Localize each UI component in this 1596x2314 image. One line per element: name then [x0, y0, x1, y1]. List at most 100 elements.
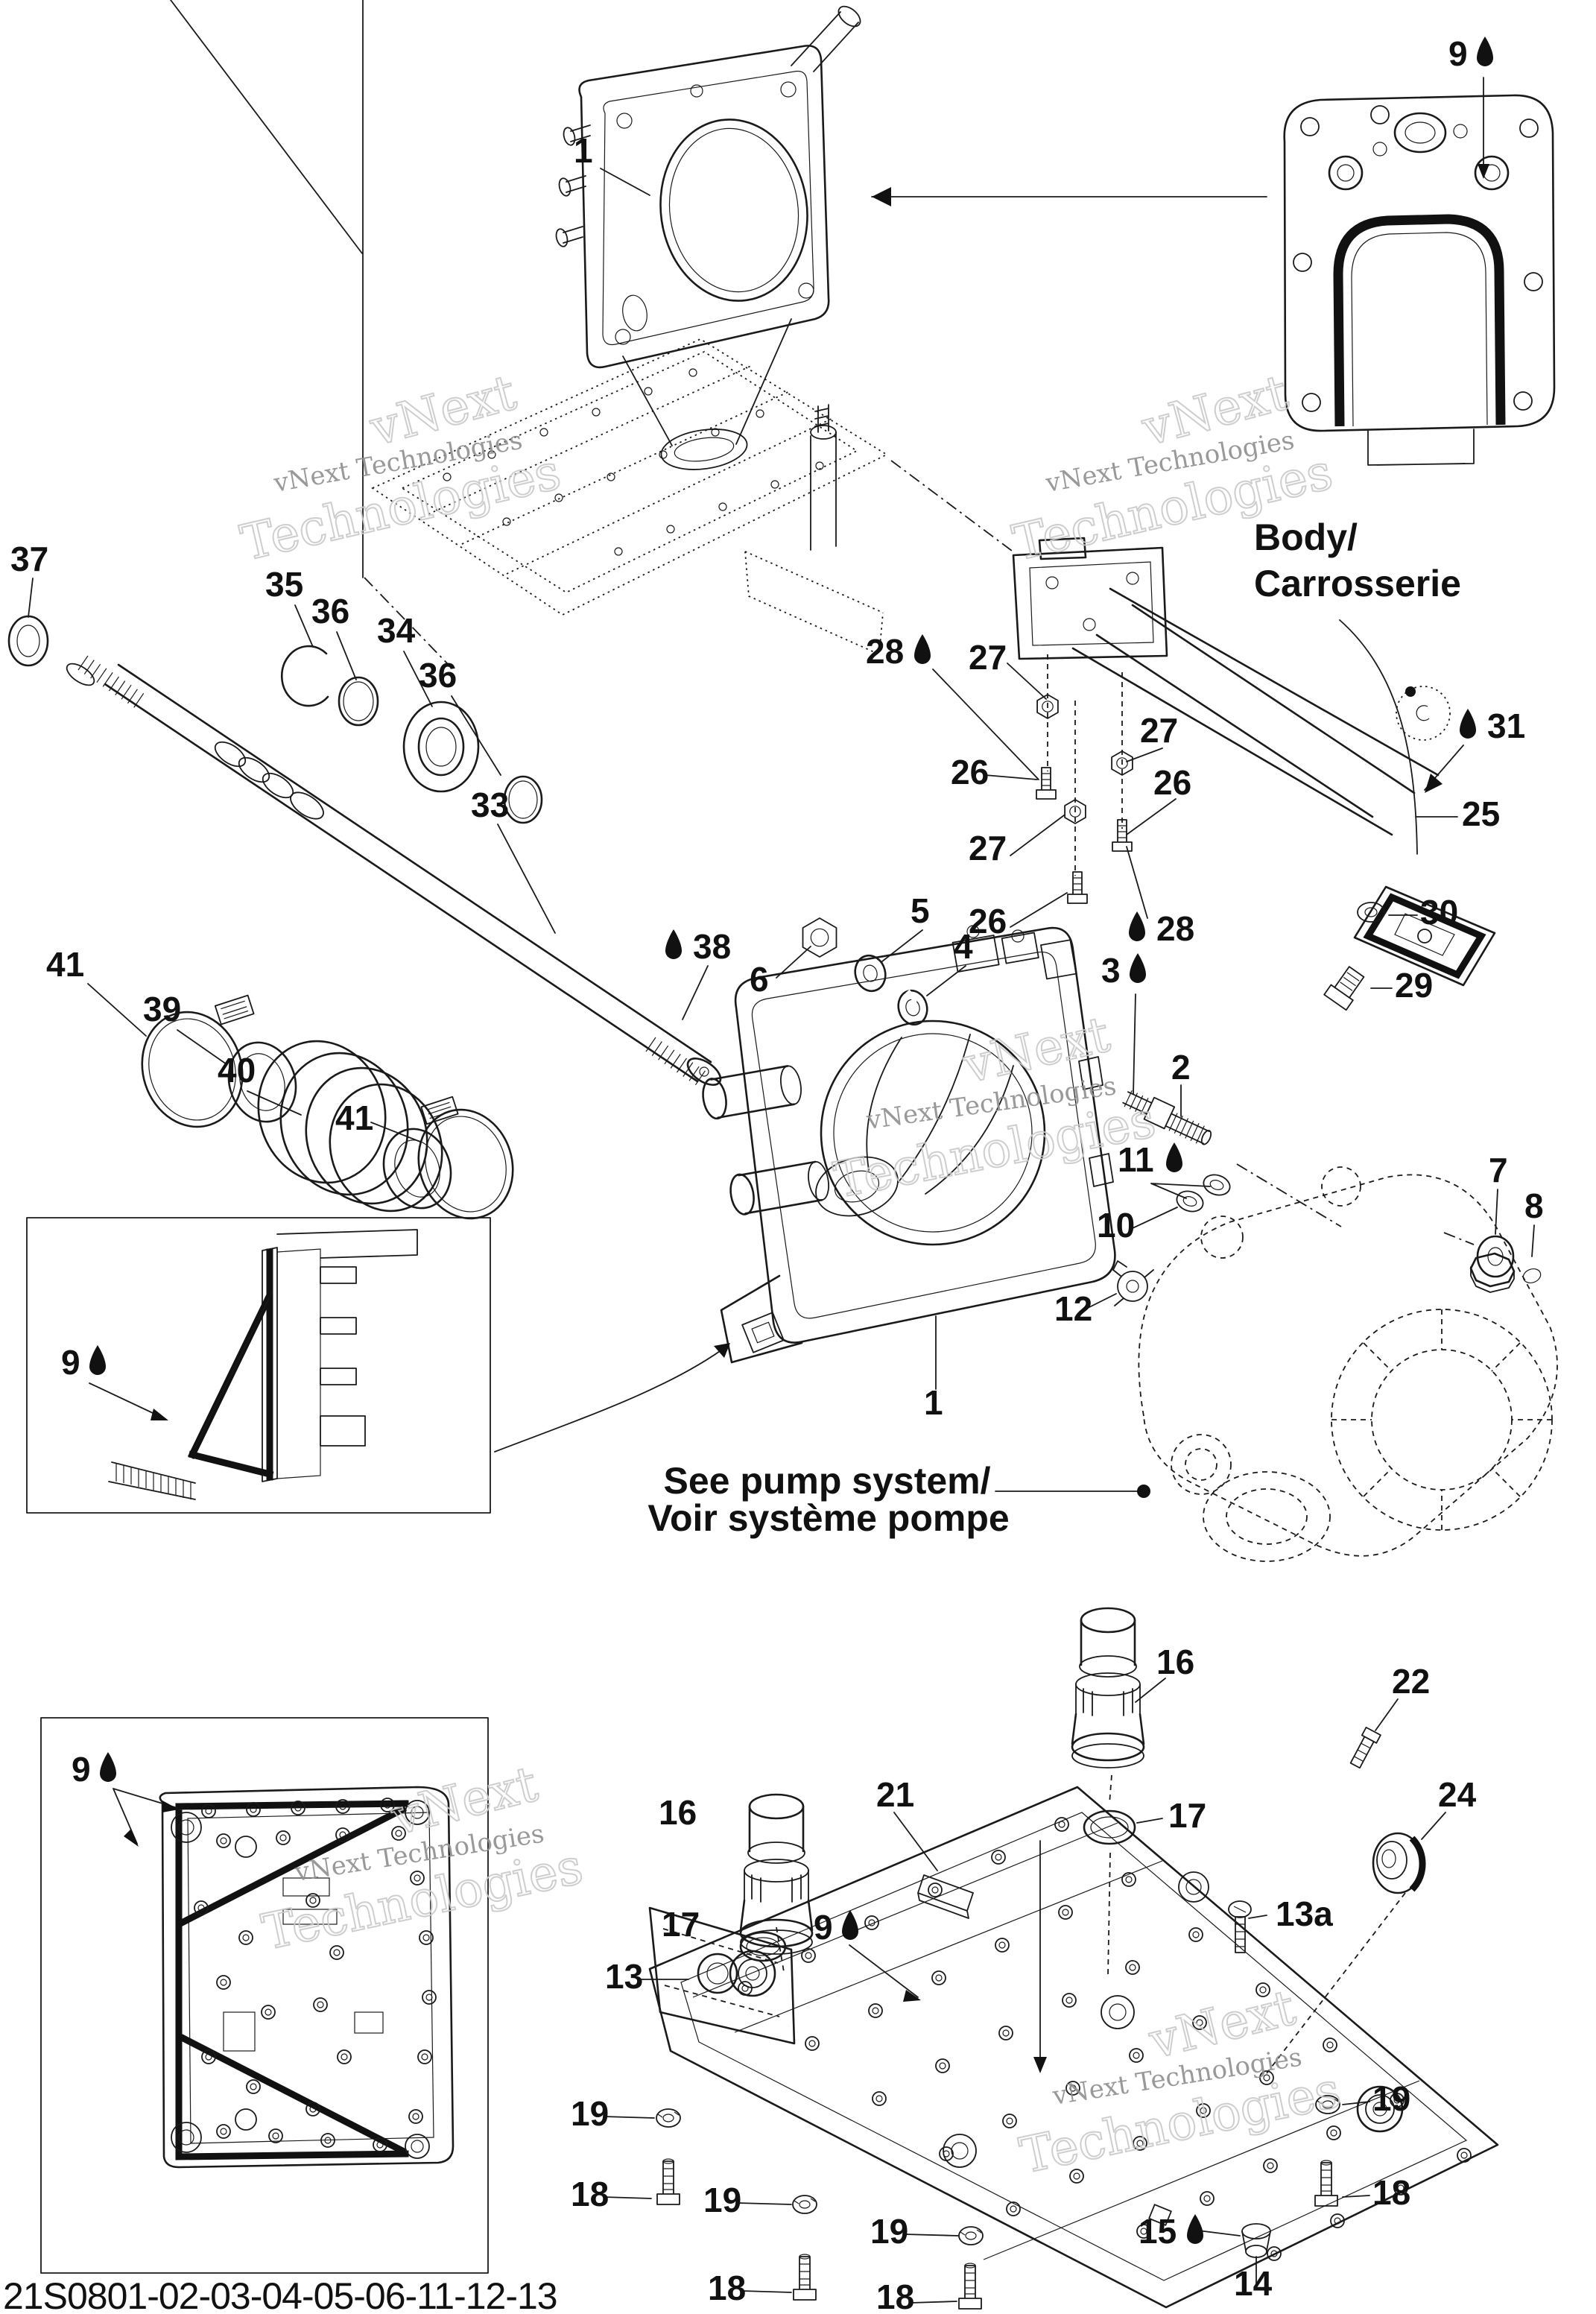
callout-label: 39 — [143, 990, 181, 1028]
bolt-hole — [931, 1970, 946, 1985]
bolt-hole — [1326, 2125, 1341, 2140]
bolt-hole-center — [324, 2137, 332, 2144]
bolt-hole — [291, 1801, 305, 1815]
bolt-hole — [1188, 1927, 1203, 1942]
support-housing-main — [702, 925, 1116, 1364]
bolt-hole — [1129, 2048, 1144, 2063]
callout-label: 27 — [969, 638, 1007, 677]
bolt-hole-center — [1065, 1997, 1073, 2004]
bolt-hole-center — [333, 1949, 341, 1956]
bolt-hole — [1058, 1905, 1073, 1920]
bolt-hole-center — [294, 1804, 302, 1812]
callout-label: 18 — [876, 2277, 914, 2314]
oil-droplet-icon — [665, 929, 682, 959]
bolt-hole — [268, 2128, 283, 2143]
callout-label: 21 — [876, 1775, 914, 1814]
bolt-hole — [335, 1827, 350, 1842]
drive-shaft — [66, 655, 722, 1086]
bolt-hole-center — [205, 1807, 212, 1815]
bolt-hole — [216, 2124, 231, 2139]
bolt-hole — [935, 2058, 950, 2073]
bolt-hole-center — [1397, 2184, 1405, 2192]
screw-13a — [1228, 1900, 1252, 1953]
bolt-hole-center — [197, 1904, 205, 1912]
callout-label: 16 — [1156, 1643, 1194, 1681]
bolt-hole-center — [395, 1830, 402, 1837]
bolt-hole — [868, 2003, 883, 2018]
bolt-hole-center — [1002, 2029, 1010, 2037]
bolt-hole-center — [1460, 2152, 1468, 2159]
o-ring-36a — [338, 676, 379, 727]
spline-hatch — [651, 1041, 662, 1056]
oil-droplet-icon — [1129, 911, 1145, 941]
bolt-hole-center — [220, 1837, 227, 1844]
callout-label: 7 — [1489, 1151, 1508, 1189]
bolt-hole — [201, 2049, 216, 2064]
spline-hatch — [658, 1045, 669, 1060]
callout-label: 27 — [1140, 711, 1178, 750]
bolt-hole-center — [341, 2053, 348, 2061]
spline-hatch — [664, 1049, 675, 1065]
hex-nut-hole — [1042, 701, 1054, 712]
callout-label: 9 — [72, 1750, 91, 1789]
bolt-hole-center — [875, 2095, 883, 2102]
callout-label: 26 — [1153, 763, 1191, 802]
bolt-hole-center — [1270, 2250, 1278, 2257]
flat-washer — [1315, 2095, 1340, 2114]
pump-note-line1: See pump system/ — [663, 1460, 990, 1502]
steering-arm — [1012, 537, 1496, 987]
bolt-hole — [1263, 2158, 1278, 2173]
hex-nut-hole — [810, 928, 829, 947]
bolt-hole-center — [412, 2113, 419, 2120]
bolt-hole-center — [1263, 2074, 1270, 2081]
bolt-hole-center — [998, 1941, 1006, 1949]
bolt-hole-center — [376, 2141, 384, 2149]
hex-nut — [1064, 799, 1086, 824]
callout-label: 36 — [419, 656, 457, 695]
flat-washers — [656, 2095, 1340, 2245]
bolt-hole — [305, 2102, 320, 2117]
callout-label: 16 — [659, 1793, 697, 1832]
callout-label: 18 — [571, 2175, 609, 2213]
spline-hatch — [683, 1062, 694, 1077]
bolt-hole-center — [1073, 2172, 1080, 2180]
callout-label: 30 — [1420, 893, 1458, 932]
callout-label: 1 — [574, 131, 593, 170]
hex-nut — [1036, 694, 1059, 719]
bolt-hole — [872, 2091, 887, 2106]
bolt-hole — [939, 2146, 954, 2161]
bolt-hole — [410, 1871, 425, 1885]
bolt-hole — [1065, 2081, 1080, 2096]
bolt-hole — [805, 2036, 820, 2051]
bolt-hole — [261, 2005, 276, 2020]
bolt-hole-center — [421, 2053, 428, 2061]
fitting-16-left — [739, 1793, 814, 1955]
grommet-24 — [1372, 1832, 1426, 1894]
bolt-hole-center — [1200, 2107, 1207, 2114]
bolt-hole — [276, 1830, 291, 1845]
callout-label: 9 — [61, 1343, 80, 1382]
bolt-hole-center — [995, 1853, 1002, 1861]
bolt-hole — [246, 2079, 261, 2094]
callout-label: 24 — [1438, 1775, 1477, 1814]
bolt-hole-center — [872, 2007, 879, 2014]
oil-droplet-icon — [1477, 37, 1493, 66]
bolt-hole-center — [808, 2040, 816, 2047]
spline-hatch — [694, 1070, 706, 1086]
callout-label: 9 — [814, 1908, 833, 1947]
bolt-hole — [995, 1938, 1010, 1953]
callout-label: 10 — [1097, 1206, 1135, 1245]
hex-bolt — [958, 2263, 982, 2310]
callout-label: 34 — [377, 611, 416, 650]
bolt-hole — [320, 2133, 335, 2148]
bolt-hole — [801, 1948, 816, 1963]
bolt-hole — [1393, 2181, 1408, 2196]
bolt-hole-center — [1069, 2084, 1077, 2092]
callout-label: 8 — [1524, 1186, 1544, 1225]
shaft-seal-37 — [7, 615, 49, 667]
callout-label: 27 — [969, 829, 1007, 867]
callout-label: 12 — [1054, 1289, 1092, 1328]
body-label-line1: Body/ — [1254, 516, 1358, 558]
bolt-hole — [380, 1798, 395, 1812]
